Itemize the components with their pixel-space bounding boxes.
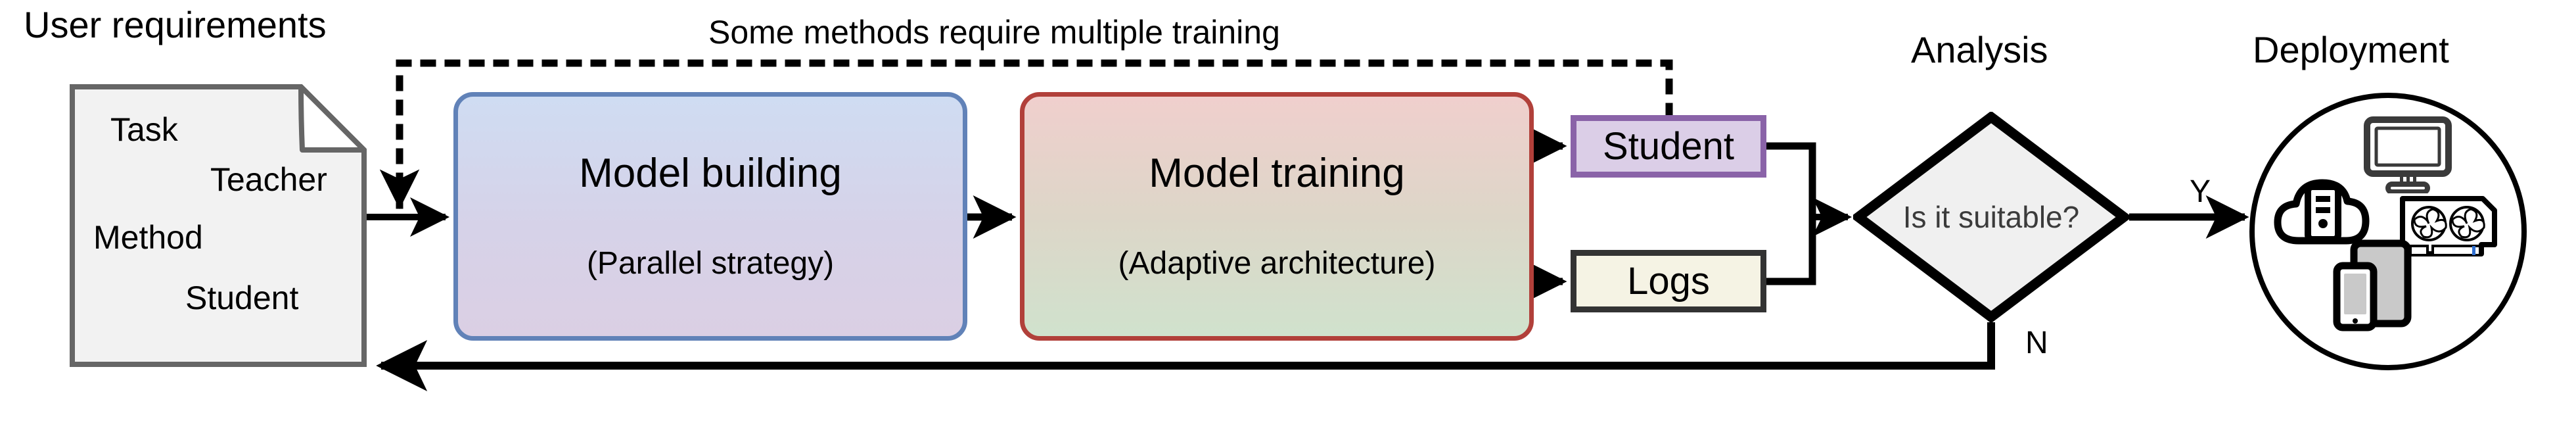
document-item-teacher: Teacher bbox=[210, 161, 327, 198]
deployment-caption: Deployment bbox=[2253, 29, 2449, 70]
deployment-circle-outline bbox=[2249, 93, 2527, 370]
output-box-student[interactable]: Student bbox=[1571, 115, 1766, 178]
stage-model-training-subtitle: (Adaptive architecture) bbox=[1118, 246, 1436, 281]
branch-label-yes: Y bbox=[2190, 174, 2211, 209]
stage-model-building[interactable]: Model building (Parallel strategy) bbox=[453, 92, 967, 341]
user-requirements-caption: User requirements bbox=[24, 4, 327, 45]
deployment-target-group[interactable] bbox=[2247, 91, 2529, 372]
user-requirements-document[interactable]: Task Teacher Method Student bbox=[70, 84, 367, 367]
monitor-icon bbox=[2364, 116, 2452, 193]
output-box-logs[interactable]: Logs bbox=[1571, 250, 1766, 312]
diamond-shape-icon bbox=[1853, 112, 2129, 322]
cloud-server-icon bbox=[2274, 179, 2370, 245]
document-item-student: Student bbox=[185, 280, 299, 316]
decision-label: Is it suitable? bbox=[1902, 200, 2080, 234]
stage-model-building-title: Model building bbox=[579, 151, 842, 196]
document-item-task: Task bbox=[110, 111, 178, 148]
document-item-method: Method bbox=[93, 219, 203, 256]
edge-outputs-to-decision bbox=[1766, 142, 1816, 285]
stage-model-building-subtitle: (Parallel strategy) bbox=[586, 246, 835, 281]
mobile-tablet-icon bbox=[2333, 239, 2412, 331]
stage-model-training-title: Model training bbox=[1149, 151, 1405, 196]
decision-is-it-suitable[interactable]: Is it suitable? bbox=[1853, 112, 2129, 322]
document-shape-icon bbox=[70, 84, 367, 367]
gpu-card-icon bbox=[2400, 196, 2497, 258]
stage-model-training[interactable]: Model training (Adaptive architecture) bbox=[1020, 92, 1534, 341]
multiple-training-caption: Some methods require multiple training bbox=[708, 14, 1280, 51]
analysis-caption: Analysis bbox=[1911, 29, 2048, 70]
branch-label-no: N bbox=[2025, 326, 2048, 360]
